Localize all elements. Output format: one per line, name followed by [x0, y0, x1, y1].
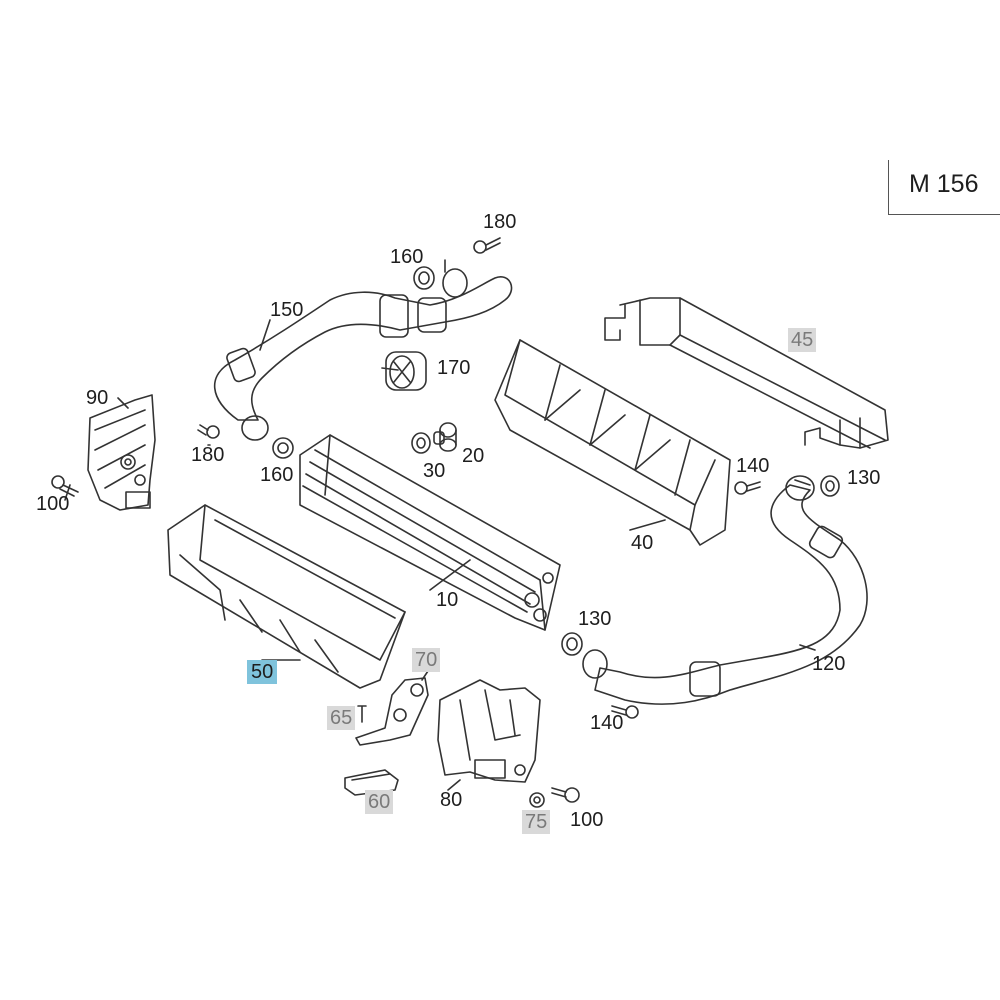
callout-160-top: 160: [390, 246, 424, 268]
callout-65: 65: [327, 706, 356, 730]
mount-80: [437, 679, 541, 783]
callout-170: 170: [437, 357, 471, 379]
hose-connector: [785, 475, 815, 501]
callout-75: 75: [522, 810, 551, 834]
hose-clamp: [226, 347, 256, 383]
nut-75: [529, 792, 545, 808]
hose-clamp: [379, 294, 409, 338]
seal-ring-130-top: [820, 475, 840, 497]
callout-130-top: 130: [847, 467, 881, 489]
clip-60: [344, 769, 399, 796]
intercooler-10: [299, 434, 561, 631]
seal-ring-130-bottom: [561, 632, 583, 656]
bolt-180-left: [197, 424, 220, 439]
callout-140-top: 140: [736, 455, 770, 477]
hose-clamp: [689, 661, 721, 697]
seal-ring-160-top: [413, 266, 435, 290]
callout-100-left: 100: [36, 493, 70, 515]
model-designation-box: M 156: [888, 160, 1000, 215]
bracket-70: [355, 677, 429, 746]
callout-20: 20: [462, 445, 485, 467]
callout-180-left: 180: [191, 444, 225, 466]
hose-connector: [442, 268, 468, 298]
radiator-frame-45: [604, 297, 889, 449]
damper-170: [385, 351, 427, 391]
callout-40: 40: [631, 532, 654, 554]
bolt-100-bottom: [551, 787, 580, 803]
callout-120: 120: [812, 653, 846, 675]
model-designation: M 156: [909, 170, 979, 198]
callout-90: 90: [86, 387, 109, 409]
callout-10: 10: [436, 589, 459, 611]
callout-160-bottom: 160: [260, 464, 294, 486]
bolt-140-bottom: [611, 705, 639, 719]
callout-140-bottom: 140: [590, 712, 624, 734]
callout-130-bottom: 130: [578, 608, 612, 630]
bolt-140-top: [734, 481, 761, 495]
charge-air-hose-120: [582, 475, 868, 705]
callout-150: 150: [270, 299, 304, 321]
hose-connector: [582, 649, 608, 679]
fitting-20: [433, 422, 457, 452]
hose-clamp: [417, 297, 447, 333]
callout-80: 80: [440, 789, 463, 811]
callout-45: 45: [788, 328, 817, 352]
callout-180-top: 180: [483, 211, 517, 233]
air-guide-50: [167, 504, 406, 689]
callout-70: 70: [412, 648, 441, 672]
hose-clamp: [808, 525, 844, 559]
fitting-30: [411, 432, 431, 454]
callout-100-bottom: 100: [570, 809, 604, 831]
bolt-180-top: [473, 237, 501, 254]
charge-air-hose-150: [213, 268, 513, 441]
air-duct-40: [494, 339, 731, 546]
bracket-90: [87, 394, 156, 511]
callout-30: 30: [423, 460, 446, 482]
hose-connector: [241, 415, 269, 441]
seal-ring-160-bottom: [272, 437, 294, 459]
screw-65: [357, 705, 367, 723]
callout-50-highlighted: 50: [247, 660, 278, 684]
callout-60: 60: [365, 790, 394, 814]
